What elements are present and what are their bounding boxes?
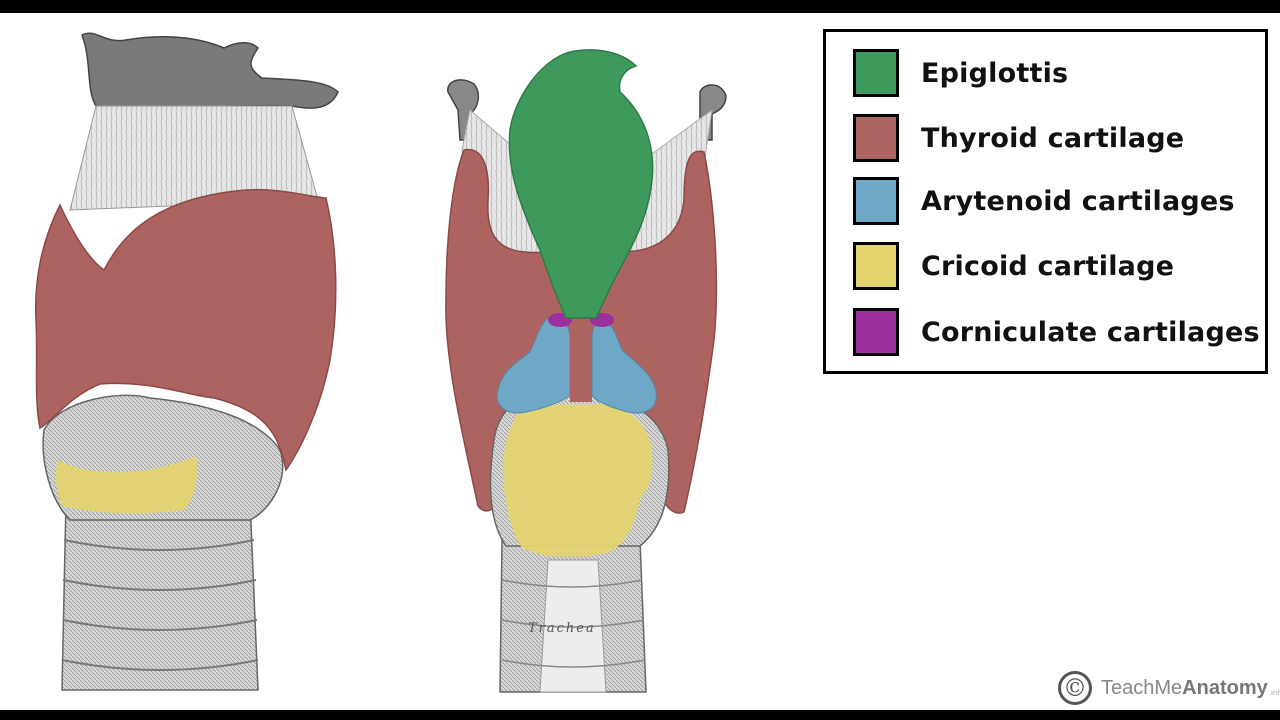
larynx-illustration: Trachea xyxy=(34,32,727,693)
brand-name-light: TeachMe xyxy=(1101,676,1183,699)
legend-label: Epiglottis xyxy=(921,57,1069,89)
legend-swatch-arytenoid xyxy=(853,177,899,225)
brand-suffix: .info xyxy=(1268,689,1280,697)
legend-swatch-epiglottis xyxy=(853,49,899,97)
legend-label: Thyroid cartilage xyxy=(921,122,1185,154)
legend-swatch-corniculate xyxy=(853,308,899,356)
legend-item-corniculate: Corniculate cartilages xyxy=(853,304,1260,360)
legend-swatch-cricoid xyxy=(853,242,899,290)
legend-label: Cricoid cartilage xyxy=(921,250,1175,282)
arytenoid-cartilage-right xyxy=(591,317,657,414)
cricoid-cartilage-left xyxy=(55,456,198,514)
legend-item-arytenoid: Arytenoid cartilages xyxy=(853,173,1235,229)
legend-label: Arytenoid cartilages xyxy=(921,185,1235,217)
top-letterbox-bar xyxy=(0,0,1280,13)
legend-item-thyroid: Thyroid cartilage xyxy=(853,110,1184,166)
copyright-icon: © xyxy=(1058,671,1092,705)
epiglottis xyxy=(508,49,654,319)
hyoid-bone-left xyxy=(81,32,339,109)
lateral-view xyxy=(34,32,339,691)
brand-name-bold: Anatomy xyxy=(1182,676,1268,699)
bottom-letterbox-bar xyxy=(0,710,1280,720)
thyroid-cartilage-left xyxy=(34,188,337,472)
brand-name: TeachMeAnatomy xyxy=(1101,677,1268,700)
cricoid-cartilage-right xyxy=(502,404,653,557)
legend-swatch-thyroid xyxy=(853,114,899,162)
legend-label: Corniculate cartilages xyxy=(921,316,1260,348)
trachea-label: Trachea xyxy=(528,621,596,636)
trachea-left xyxy=(61,499,259,691)
brand-watermark: © TeachMeAnatomy .info xyxy=(1058,668,1280,708)
legend-item-epiglottis: Epiglottis xyxy=(853,45,1068,101)
arytenoid-cartilage-left xyxy=(496,317,571,414)
legend-box: Epiglottis Thyroid cartilage Arytenoid c… xyxy=(823,29,1268,374)
posterior-view: Trachea xyxy=(445,49,727,693)
legend-item-cricoid: Cricoid cartilage xyxy=(853,238,1174,294)
